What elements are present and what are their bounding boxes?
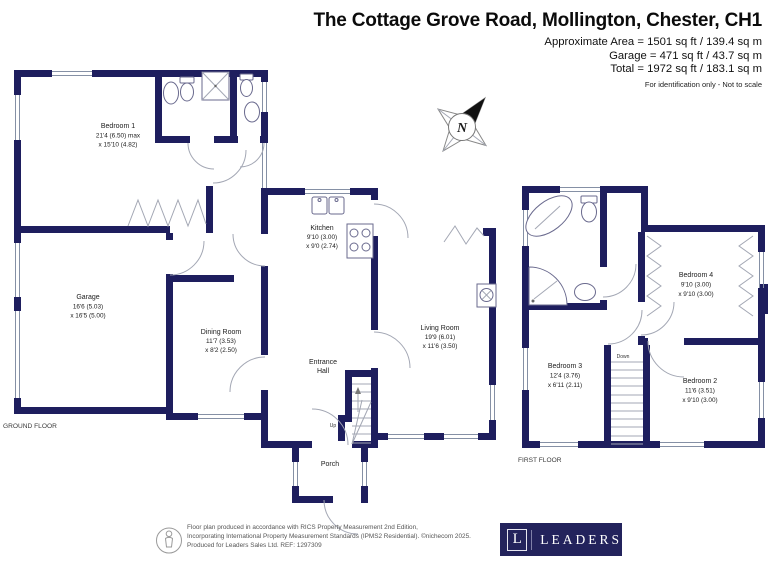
first-floor-doors bbox=[602, 263, 685, 378]
ground-floor-windows bbox=[15, 71, 495, 486]
first-floor-walls bbox=[522, 186, 768, 448]
room-dim: 9'10 (3.00) bbox=[681, 282, 711, 289]
wardrobe-zigzags-ground bbox=[127, 198, 485, 245]
compass-icon: N bbox=[436, 96, 488, 153]
room-label-porch: Porch bbox=[321, 461, 339, 468]
room-dim: 9'10 (3.00) bbox=[307, 234, 337, 241]
room-label-bedroom2: Bedroom 2 bbox=[683, 378, 717, 385]
ground-floor-label: GROUND FLOOR bbox=[3, 423, 57, 430]
room-label-bedroom1: Bedroom 1 bbox=[101, 123, 135, 130]
room-dim: x 9'10 (3.00) bbox=[682, 397, 717, 404]
stairs-down-label: Down bbox=[617, 354, 630, 360]
leaders-logo: L LEADERS bbox=[500, 523, 622, 556]
footer-line3: Produced for Leaders Sales Ltd. REF: 129… bbox=[187, 542, 322, 549]
first-floor-windows bbox=[523, 187, 764, 447]
wardrobe-zigzags-first bbox=[646, 235, 754, 317]
room-dim: x 9'0 (2.74) bbox=[306, 243, 338, 250]
leaders-logo-divider bbox=[531, 529, 533, 550]
stairs-up-label: Up bbox=[330, 423, 337, 429]
room-dim: 21'4 (6.50) max bbox=[96, 133, 141, 140]
room-dim: x 6'11 (2.11) bbox=[548, 382, 582, 389]
area-summary: Approximate Area = 1501 sq ft / 139.4 sq… bbox=[313, 36, 762, 77]
room-dim: 11'6 (3.51) bbox=[685, 388, 715, 395]
header: The Cottage Grove Road, Mollington, Ches… bbox=[313, 10, 762, 89]
approximate-area: Approximate Area = 1501 sq ft / 139.4 sq… bbox=[544, 36, 762, 48]
room-dim: x 8'2 (2.50) bbox=[205, 347, 237, 354]
footer-line2: Incorporating International Property Mea… bbox=[187, 533, 471, 540]
nichecom-logo-icon bbox=[156, 527, 182, 554]
ground-floor-labels: Bedroom 1 21'4 (6.50) max x 15'10 (4.82)… bbox=[3, 123, 460, 468]
room-dim: 11'7 (3.53) bbox=[206, 338, 236, 345]
room-label-dining-room: Dining Room bbox=[201, 329, 242, 336]
bathroom-fixtures-first bbox=[525, 195, 598, 306]
garage-area: Garage = 471 sq ft / 43.7 sq m bbox=[609, 49, 762, 62]
footer-disclaimer: Floor plan produced in accordance with R… bbox=[187, 523, 471, 550]
room-dim: 19'9 (6.01) bbox=[425, 334, 455, 341]
room-dim: x 11'6 (3.50) bbox=[423, 343, 458, 350]
room-label-bedroom4: Bedroom 4 bbox=[679, 272, 713, 279]
stove-icon bbox=[346, 223, 374, 259]
leaders-logo-text: LEADERS bbox=[540, 531, 622, 547]
page-title: The Cottage Grove Road, Mollington, Ches… bbox=[313, 10, 762, 31]
room-dim: 12'4 (3.76) bbox=[550, 373, 580, 380]
room-dim: x 9'10 (3.00) bbox=[678, 291, 713, 298]
ground-floor-walls bbox=[14, 70, 496, 504]
footer-line1: Floor plan produced in accordance with R… bbox=[187, 524, 418, 531]
room-dim: x 16'5 (5.00) bbox=[70, 313, 105, 320]
room-label-garage: Garage bbox=[76, 294, 99, 301]
leaders-logo-letter: L bbox=[507, 528, 528, 551]
kitchen-fixtures bbox=[311, 196, 374, 259]
room-label-entrance-hall-line2: Hall bbox=[317, 368, 330, 375]
room-label-entrance-hall: Entrance bbox=[309, 359, 337, 366]
fireplace-icon bbox=[476, 283, 497, 308]
staircase-up bbox=[351, 383, 372, 445]
compass-north-label: N bbox=[456, 121, 468, 136]
room-label-living-room: Living Room bbox=[421, 325, 460, 332]
room-label-bedroom3: Bedroom 3 bbox=[548, 363, 582, 370]
room-dim: x 15'10 (4.82) bbox=[99, 142, 138, 149]
bathroom-fixtures-ground bbox=[163, 71, 260, 123]
first-floor-labels: Bedroom 3 12'4 (3.76) x 6'11 (2.11) Bedr… bbox=[518, 272, 718, 464]
total-area: Total = 1972 sq ft / 183.1 sq m bbox=[610, 63, 762, 76]
room-dim: 16'6 (5.03) bbox=[73, 304, 103, 311]
staircase-down bbox=[611, 361, 643, 445]
first-floor-label: FIRST FLOOR bbox=[518, 457, 562, 464]
ground-floor-doors bbox=[169, 142, 411, 535]
room-label-kitchen: Kitchen bbox=[310, 225, 333, 232]
identification-note: For identification only - Not to scale bbox=[644, 79, 762, 89]
